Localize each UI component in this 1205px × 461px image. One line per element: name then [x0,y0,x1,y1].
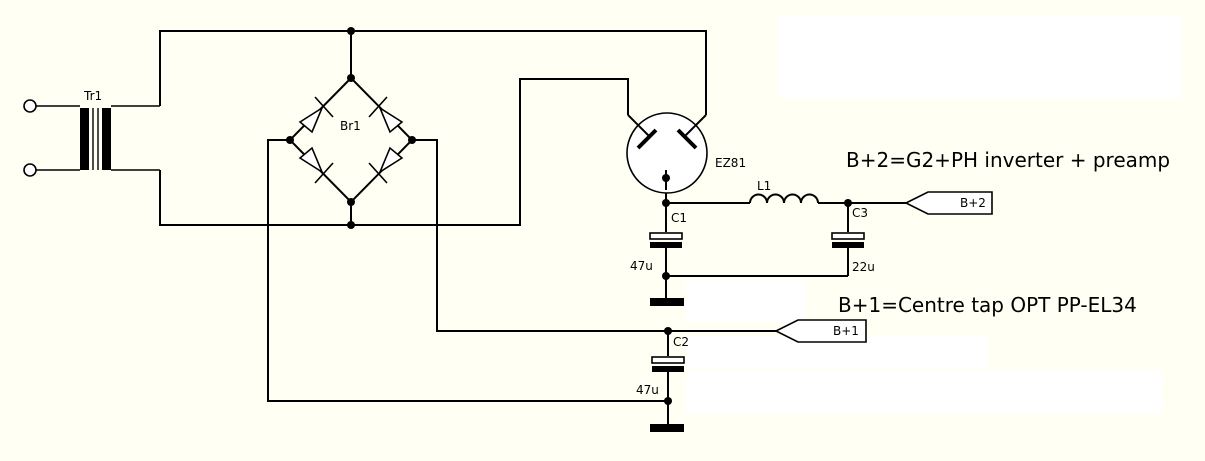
c1-label: C1 [671,211,687,225]
bridge-diodes [298,96,404,184]
inductor-symbol [749,193,819,204]
capacitor-c1 [649,232,683,248]
bridge-label: Br1 [340,119,361,133]
tube-label: EZ81 [715,156,746,170]
input-terminal-top [23,99,80,113]
c3-label: C3 [852,206,868,220]
overlay-patches [686,16,1182,414]
capacitor-c2 [651,356,685,372]
c3-value: 22u [852,260,875,274]
input-terminal-bottom [23,163,80,177]
c2-value: 47u [636,383,659,397]
ground-symbol-c1 [650,298,684,306]
junction-dots [286,27,852,405]
transformer-symbol [80,105,160,171]
inductor-label: L1 [757,179,771,193]
note-b-plus-2: B+2=G2+PH inverter + preamp [846,148,1170,172]
c1-value: 47u [630,259,653,273]
capacitor-c3 [831,232,865,248]
ground-symbol-c2 [650,424,684,432]
port-b-plus-1-label: B+1 [833,324,859,338]
port-b-plus-1: B+1 [774,319,867,343]
port-b-plus-2-label: B+2 [960,196,986,210]
port-b-plus-2: B+2 [904,191,993,215]
rectifier-tube-symbol [626,112,708,194]
c2-label: C2 [673,335,689,349]
transformer-label: Tr1 [83,89,102,103]
note-b-plus-1: B+1=Centre tap OPT PP-EL34 [838,293,1137,317]
